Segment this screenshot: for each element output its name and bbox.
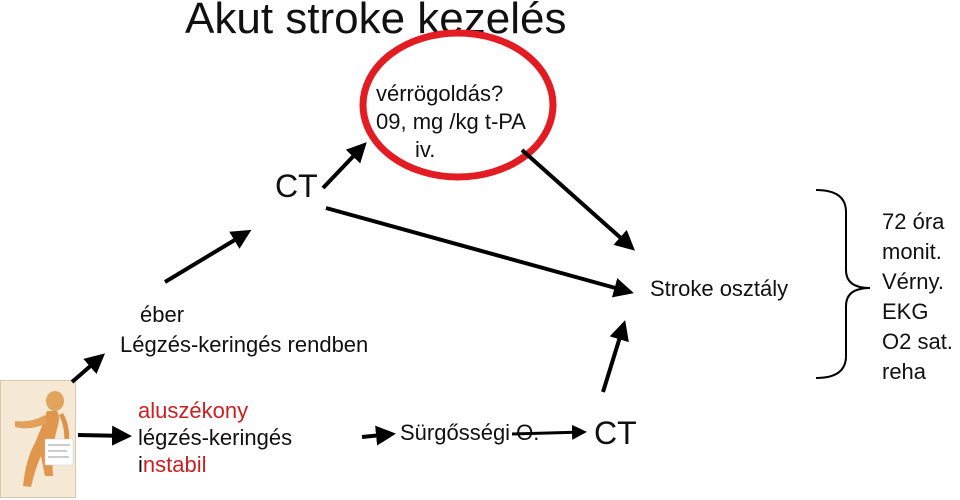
monitoring-item: Vérny.: [882, 269, 944, 294]
stroke-unit-node: Stroke osztály: [650, 276, 789, 301]
monitoring-item: monit.: [882, 239, 942, 264]
highlight-circle: [359, 29, 557, 181]
arrow-awake-to-ct: [163, 229, 252, 284]
drowsy-line-1: aluszékony: [138, 398, 249, 423]
thrombolysis-line-1: vérrögoldás?: [376, 81, 504, 106]
drowsy-line-3: instabil: [138, 452, 207, 477]
awake-line-1: éber: [140, 302, 185, 327]
monitoring-item: O2 sat.: [882, 329, 953, 354]
thrombolysis-line-2: 09, mg /kg t-PA: [376, 109, 526, 134]
ct-bottom-node: CT: [594, 415, 637, 451]
arrow-ct-to-stroke-unit-bottom: [601, 320, 629, 393]
arrow-thrombolysis-to-stroke-unit: [520, 148, 635, 251]
monitoring-item: EKG: [882, 299, 929, 324]
thrombolysis-line-3: iv.: [415, 137, 436, 162]
patient-figure-icon: [0, 380, 76, 498]
drowsy-node: aluszékony légzés-keringés instabil: [138, 397, 292, 478]
monitoring-list: 72 óra monit. Vérny. EKG O2 sat. reha: [882, 207, 953, 387]
drowsy-line-2: légzés-keringés: [138, 425, 293, 450]
awake-line-2: Légzés-keringés rendben: [120, 332, 369, 357]
ct-top-node: CT: [275, 168, 318, 204]
awake-node: éber Légzés-keringés rendben: [120, 300, 368, 360]
monitoring-item: 72 óra: [882, 209, 945, 234]
arrow-drowsy-to-emergency: [361, 425, 396, 446]
arrow-patient-to-drowsy: [77, 425, 132, 446]
arrow-patient-to-awake: [70, 353, 106, 384]
monitoring-item: reha: [882, 359, 927, 384]
monitoring-brace: [815, 189, 871, 379]
page-title: Akut stroke kezelés: [185, 0, 567, 43]
thrombolysis-node: vérrögoldás? 09, mg /kg t-PA iv.: [376, 80, 526, 164]
arrow-ct-to-stroke-unit: [325, 206, 634, 298]
arrow-ct-to-thrombolysis: [321, 142, 367, 190]
arrow-emergency-to-ct: [511, 424, 587, 440]
